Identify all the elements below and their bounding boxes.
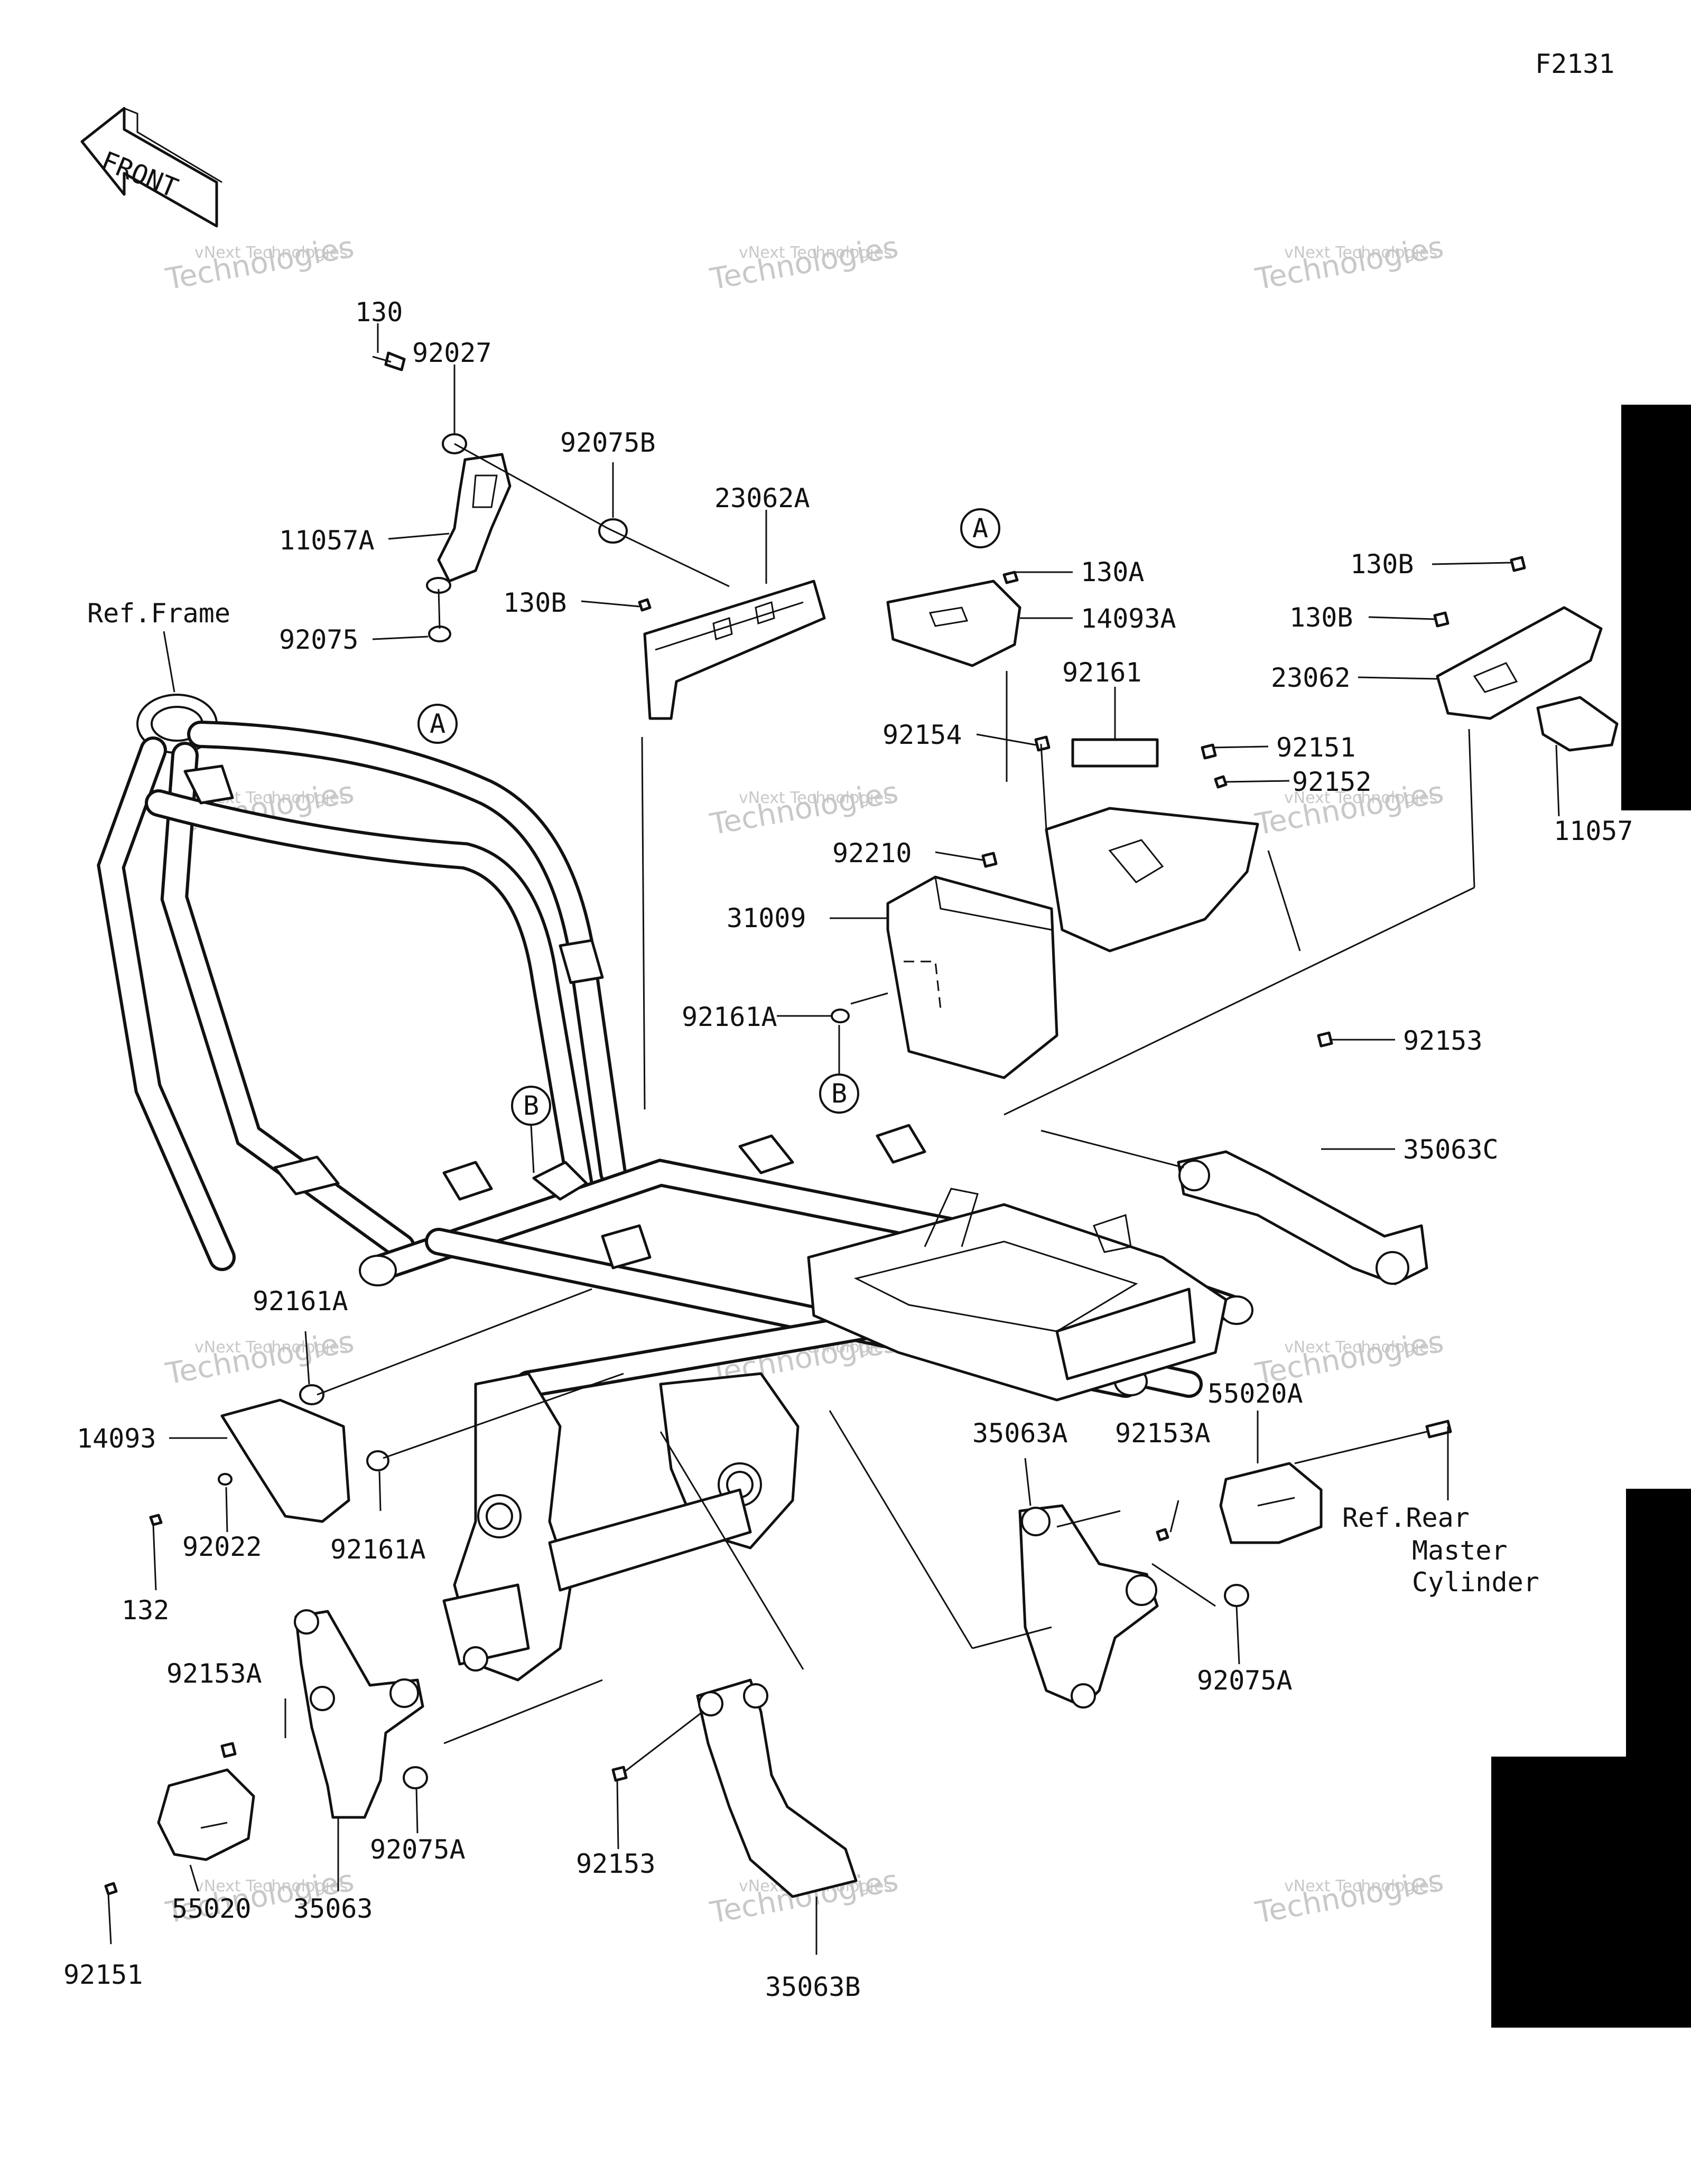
label-31009: 31009 <box>727 903 806 934</box>
callout-a-left-label: A <box>430 708 445 739</box>
label-92161a-l1: 92161A <box>253 1286 348 1317</box>
label-92153-top: 92153 <box>1403 1025 1483 1056</box>
label-92027: 92027 <box>412 338 492 368</box>
label-92161: 92161 <box>1062 657 1142 688</box>
callout-a-left: A <box>417 704 458 744</box>
label-130: 130 <box>355 297 403 328</box>
label-55020a: 55020A <box>1207 1378 1303 1409</box>
label-92075a-r: 92075A <box>1197 1665 1293 1696</box>
guard-55020 <box>157 1768 255 1861</box>
bracket-11057 <box>1536 696 1619 752</box>
label-ref-rear-2: Master <box>1412 1535 1508 1566</box>
label-92210: 92210 <box>832 838 912 869</box>
pad-92161 <box>1071 738 1159 768</box>
label-14093a: 14093A <box>1081 603 1176 634</box>
footpeg-bracket-35063c-group <box>1040 1031 1428 1285</box>
label-130a: 130A <box>1081 557 1144 587</box>
cover-14093 <box>220 1398 350 1523</box>
label-130b-r2: 130B <box>1289 602 1353 633</box>
label-35063a: 35063A <box>972 1418 1068 1449</box>
watermark-large: Technologies <box>707 230 901 297</box>
label-92151-bot: 92151 <box>63 1959 143 1990</box>
callout-a-top-label: A <box>972 513 988 544</box>
cover-23062a-group <box>638 580 826 1110</box>
label-92075b: 92075B <box>560 427 656 458</box>
label-92153a-r: 92153A <box>1115 1418 1211 1449</box>
watermark-small: vNext Technologies <box>1284 789 1437 807</box>
watermark-small: vNext Technologies <box>739 244 892 262</box>
part-labels: 130 92027 92075B 23062A 11057A Ref.Frame… <box>63 297 1633 2002</box>
label-92151-top: 92151 <box>1276 732 1356 763</box>
watermark-large: Technologies <box>707 775 901 842</box>
label-92075: 92075 <box>279 624 359 655</box>
bracket-35063a <box>1018 1504 1159 1708</box>
battery-case-group <box>831 571 1301 1079</box>
case-31009 <box>886 875 1058 1079</box>
bracket-23062-group <box>1004 556 1619 1116</box>
cover-23062a <box>643 580 826 720</box>
watermark-large: Technologies <box>163 230 357 297</box>
front-arrow-icon: FRONT <box>80 107 222 228</box>
footpeg-bracket-35063b-group <box>611 1431 858 1898</box>
callout-a-top: A <box>960 508 1000 548</box>
bracket-35063b <box>696 1678 858 1898</box>
label-92075a-l: 92075A <box>370 1834 466 1865</box>
label-55020: 55020 <box>172 1893 252 1924</box>
callout-b-mid: B <box>819 1025 859 1114</box>
bracket-23062 <box>1436 606 1603 720</box>
label-ref-rear-1: Ref.Rear <box>1342 1502 1470 1533</box>
label-ref-frame: Ref.Frame <box>87 598 230 629</box>
footpeg-bracket-35063-group <box>104 1609 603 1896</box>
label-35063: 35063 <box>293 1893 373 1924</box>
label-92161a-l2: 92161A <box>330 1534 426 1565</box>
watermark-small: vNext Technologies <box>194 1338 348 1357</box>
watermark-small: vNext Technologies <box>1284 1338 1437 1357</box>
label-130b-r1: 130B <box>1350 549 1414 580</box>
bracket-35063 <box>294 1610 424 1819</box>
callout-b-left-label: B <box>523 1090 539 1121</box>
label-92161a-top: 92161A <box>682 1002 777 1032</box>
label-35063b: 35063B <box>765 1972 861 2002</box>
label-92152: 92152 <box>1292 767 1372 797</box>
footpeg-bracket-35063a-group <box>829 1410 1452 1709</box>
label-92154: 92154 <box>882 720 962 750</box>
label-11057a: 11057A <box>279 525 375 556</box>
watermark-small: vNext Technologies <box>1284 1877 1437 1896</box>
label-92153-bot: 92153 <box>576 1849 656 1879</box>
label-11057: 11057 <box>1554 816 1633 846</box>
label-130b-mid: 130B <box>503 587 566 618</box>
watermark-large: Technologies <box>1252 1863 1446 1930</box>
watermark-small: vNext Technologies <box>194 1877 348 1896</box>
index-tab-lower <box>1491 1489 1691 2028</box>
label-23062a: 23062A <box>714 483 810 514</box>
label-92022: 92022 <box>182 1532 262 1562</box>
watermark-large: Technologies <box>1252 230 1446 297</box>
bracket-35063c <box>1177 1150 1428 1285</box>
watermark-small: vNext Technologies <box>1284 244 1437 262</box>
watermark-small: vNext Technologies <box>739 789 892 807</box>
label-35063c: 35063C <box>1403 1134 1499 1165</box>
bracket-11057a-group <box>372 351 730 642</box>
cover-14093-group <box>149 1288 624 1526</box>
label-132: 132 <box>122 1595 169 1626</box>
battery-tray <box>1045 807 1259 953</box>
index-tab-upper <box>1621 405 1691 810</box>
callout-b-mid-label: B <box>831 1078 847 1109</box>
label-23062: 23062 <box>1271 662 1351 693</box>
watermark-large: Technologies <box>163 1324 357 1392</box>
leader-lines <box>107 323 1560 1955</box>
callout-b-left: B <box>511 1086 551 1173</box>
diagram-code: F2131 <box>1535 49 1615 79</box>
main-frame <box>97 694 1253 1682</box>
label-ref-rear-3: Cylinder <box>1412 1567 1539 1598</box>
watermark-small: vNext Technologies <box>194 244 348 262</box>
label-92153a-l: 92153A <box>166 1658 262 1689</box>
label-14093: 14093 <box>77 1423 156 1454</box>
bracket-11057a <box>437 453 512 583</box>
